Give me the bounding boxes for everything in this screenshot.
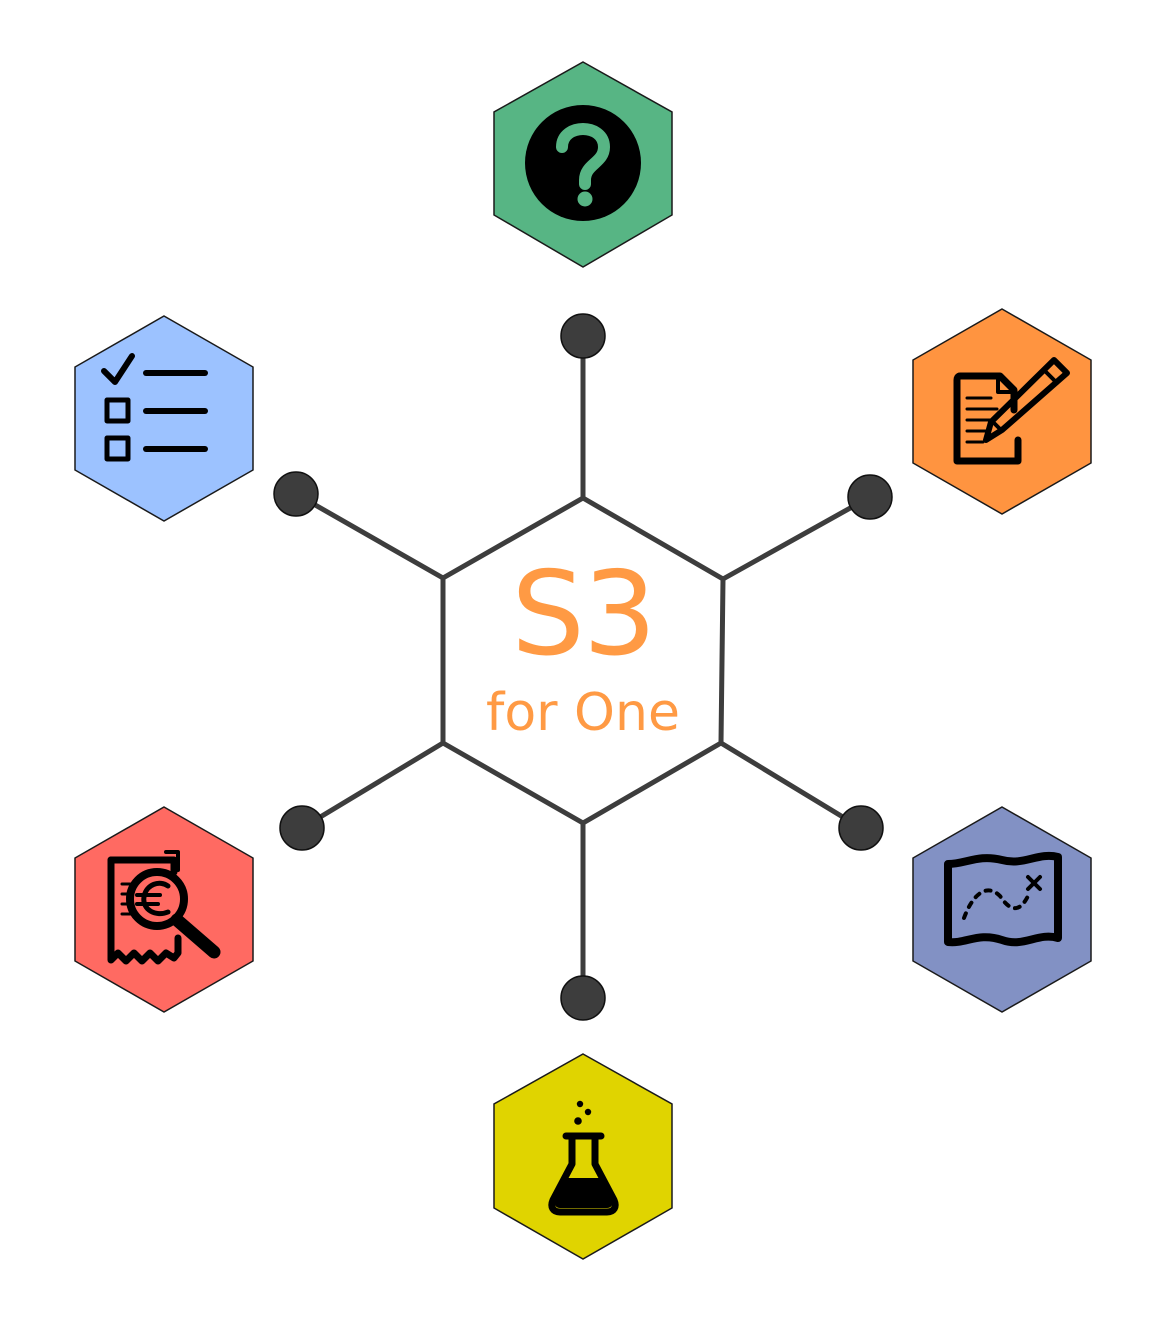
center-title: S3 (511, 547, 656, 682)
node-hex-bottom (493, 1053, 673, 1260)
checklist-icon (101, 353, 208, 462)
question-icon (525, 105, 641, 221)
node-lower-right (912, 806, 1092, 1013)
node-top (493, 61, 673, 268)
dot-lower-left (279, 805, 325, 851)
node-upper-left (74, 315, 254, 522)
receipt-search-icon (107, 850, 221, 965)
center-subtitle: for One (486, 683, 680, 743)
connector-upper-left (293, 491, 446, 581)
treasure-map-icon (944, 851, 1062, 947)
lab-flask-icon (548, 1100, 619, 1216)
connector-dots (273, 313, 893, 1021)
dot-upper-left (273, 471, 319, 517)
dot-bottom (560, 975, 606, 1021)
dot-lower-right (838, 805, 884, 851)
node-upper-right (912, 308, 1092, 515)
node-hex-lower-right (912, 806, 1092, 1013)
dot-top (560, 313, 606, 359)
node-hex-lower-left (74, 806, 254, 1013)
connector-lower-right (718, 740, 864, 831)
node-bottom (493, 1053, 673, 1260)
connector-upper-right (720, 494, 873, 582)
dot-upper-right (847, 474, 893, 520)
node-hex-upper-left (74, 315, 254, 522)
node-lower-left (74, 806, 254, 1013)
connector-lower-left (299, 740, 446, 831)
edit-document-icon (953, 357, 1070, 465)
center-hexagon (440, 495, 726, 826)
connectors (293, 333, 873, 1001)
